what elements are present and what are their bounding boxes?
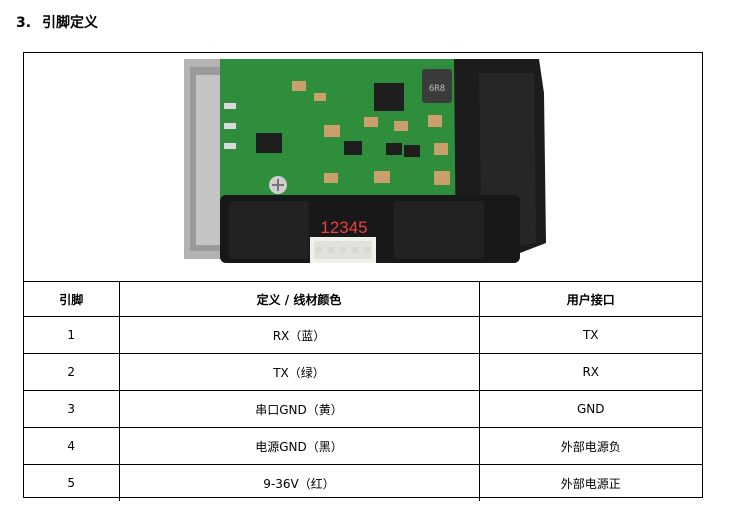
pin-user-interface: 外部电源正	[478, 464, 702, 501]
table-row: 1 RX（蓝） TX	[24, 316, 702, 354]
module-photo-cell: 6R8 1	[24, 53, 702, 282]
pin-definition: 电源GND（黑）	[118, 427, 480, 465]
inductor	[422, 69, 452, 103]
pin-definition-frame: 6R8 1	[23, 52, 703, 501]
pin-number: 3	[24, 390, 120, 428]
table-header-row: 引脚 定义 / 线材颜色 用户接口	[24, 282, 702, 317]
pin-definition: 串口GND（黄）	[118, 390, 480, 428]
section-heading: 3. 引脚定义	[16, 12, 98, 32]
pin-definition: RX（蓝）	[118, 316, 480, 354]
table-row: 3 串口GND（黄） GND	[24, 390, 702, 428]
connector-label: 12345	[320, 218, 367, 237]
pin-user-interface: 外部电源负	[478, 427, 702, 465]
pin-number: 2	[24, 353, 120, 391]
table-row: 2 TX（绿） RX	[24, 353, 702, 391]
table-row: 5 9-36V（红） 外部电源正	[24, 464, 702, 501]
table-row: 4 电源GND（黑） 外部电源负	[24, 427, 702, 465]
pin-number: 4	[24, 427, 120, 465]
pin-user-interface: GND	[478, 390, 702, 428]
module-photo: 6R8 1	[184, 59, 546, 263]
header-pin: 引脚	[24, 282, 120, 317]
header-user-interface: 用户接口	[478, 282, 702, 317]
header-definition: 定义 / 线材颜色	[118, 282, 480, 317]
ic-chip	[374, 83, 404, 111]
pin-user-interface: TX	[478, 316, 702, 354]
pin-user-interface: RX	[478, 353, 702, 391]
pin-number: 1	[24, 316, 120, 354]
pin-definition: TX（绿）	[118, 353, 480, 391]
section-number: 3.	[16, 15, 32, 31]
svg-text:6R8: 6R8	[429, 84, 445, 94]
section-title: 引脚定义	[42, 15, 98, 31]
pin-number: 5	[24, 464, 120, 501]
pin-definition: 9-36V（红）	[118, 464, 480, 501]
pin-table: 引脚 定义 / 线材颜色 用户接口 1 RX（蓝） TX 2 TX（绿） RX …	[24, 282, 702, 501]
